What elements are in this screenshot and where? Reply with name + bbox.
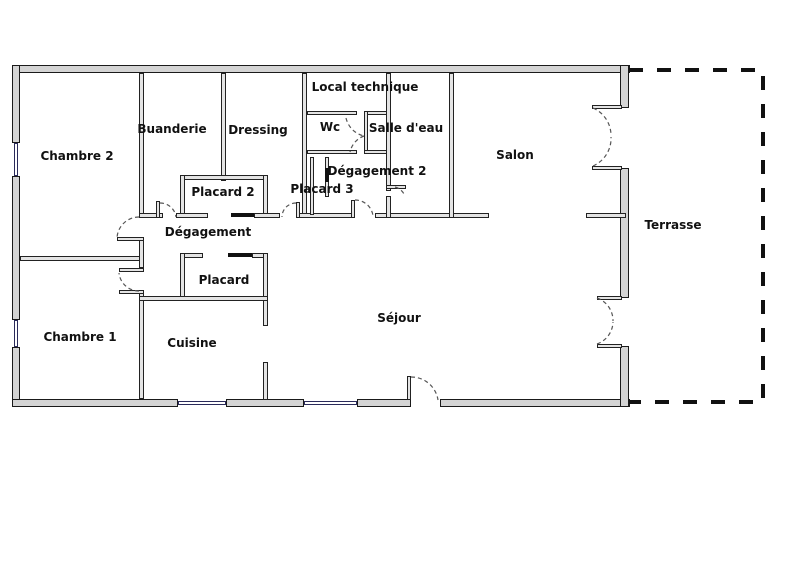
door-sejour-jamb-bot — [597, 344, 622, 348]
room-label-degagement: Dégagement — [164, 225, 252, 239]
wall-wc-bottom — [307, 150, 357, 154]
wall-sde-west — [386, 73, 391, 191]
outer-wall-right-mid — [620, 168, 629, 298]
door-jamb-2 — [119, 268, 144, 272]
room-label-placard3: Placard 3 — [290, 182, 354, 196]
room-label-chambre1: Chambre 1 — [43, 330, 117, 344]
door-arc-sejour-bot — [596, 321, 614, 345]
outer-wall-right-bottom — [620, 346, 629, 407]
wall-salon-south-right — [586, 213, 626, 218]
placard-right — [263, 253, 268, 326]
room-label-buanderie: Buanderie — [137, 122, 207, 136]
outer-wall-bottom-mid2 — [357, 399, 411, 407]
outer-wall-right-top — [620, 65, 629, 108]
room-label-dressing: Dressing — [228, 123, 288, 137]
wall-deg2-right-bottom — [375, 213, 489, 218]
wall-buanderie-door-jamb — [156, 201, 160, 218]
room-label-chambre2: Chambre 2 — [40, 149, 114, 163]
door-salon-jamb-top — [592, 105, 622, 109]
room-label-cuisine: Cuisine — [167, 336, 217, 350]
room-label-wc: Wc — [319, 120, 341, 134]
window-cuisine — [178, 401, 226, 405]
wall-buanderie-dressing — [221, 73, 226, 181]
placard2-bottom-right — [254, 213, 280, 218]
placard2-door — [231, 213, 255, 217]
room-label-local-technique: Local technique — [311, 80, 419, 94]
placard2-bottom-left — [176, 213, 208, 218]
outer-wall-left-upper — [12, 65, 20, 143]
wall-buanderie-bottom — [139, 213, 163, 218]
wall-cuisine-top — [139, 296, 268, 301]
door-arc-buanderie — [159, 202, 177, 218]
wall-deg2-left2 — [351, 200, 355, 218]
door-arc-chambre2 — [116, 216, 140, 240]
placard-door — [228, 253, 252, 257]
door-jamb-3 — [119, 290, 144, 294]
wall-placard3-jamb — [296, 202, 300, 218]
door-arc-salon-bot — [592, 136, 612, 167]
wall-sde-salon — [449, 73, 454, 218]
door-sejour-south-jamb — [407, 376, 411, 400]
window-sejour — [304, 401, 357, 405]
room-label-salle-deau: Salle d'eau — [368, 121, 444, 135]
window-chambre2 — [14, 143, 18, 176]
door-arc-salon-top — [592, 107, 612, 136]
door-arc-chambre1 — [118, 272, 140, 292]
placard3-door — [325, 168, 329, 182]
wall-local-tech-bottom — [307, 111, 357, 115]
door-arc-sde — [349, 135, 365, 153]
room-label-terrasse: Terrasse — [644, 218, 702, 232]
door-arc-wc — [345, 117, 365, 137]
wall-sde-mid — [386, 196, 391, 218]
room-label-sejour: Séjour — [377, 311, 421, 325]
door-jamb-1 — [117, 237, 144, 241]
door-arc-entry — [410, 376, 439, 401]
door-salon-jamb-bot — [592, 166, 622, 170]
door-arc-sde-2 — [394, 186, 406, 197]
outer-wall-left-mid — [12, 176, 20, 320]
window-chambre1 — [14, 320, 18, 347]
room-label-salon: Salon — [496, 148, 534, 162]
room-label-placard2: Placard 2 — [191, 185, 255, 199]
wall-deg2-left — [310, 157, 314, 215]
room-label-placard: Placard — [198, 273, 250, 287]
outer-wall-bottom-left — [12, 399, 178, 407]
door-arc-degagement2 — [354, 199, 374, 217]
wall-cuisine-east-low — [263, 362, 268, 400]
door-arc-placard3 — [281, 202, 297, 218]
door-arc-sejour-top — [596, 297, 614, 322]
room-label-degagement2: Dégagement 2 — [327, 164, 427, 178]
